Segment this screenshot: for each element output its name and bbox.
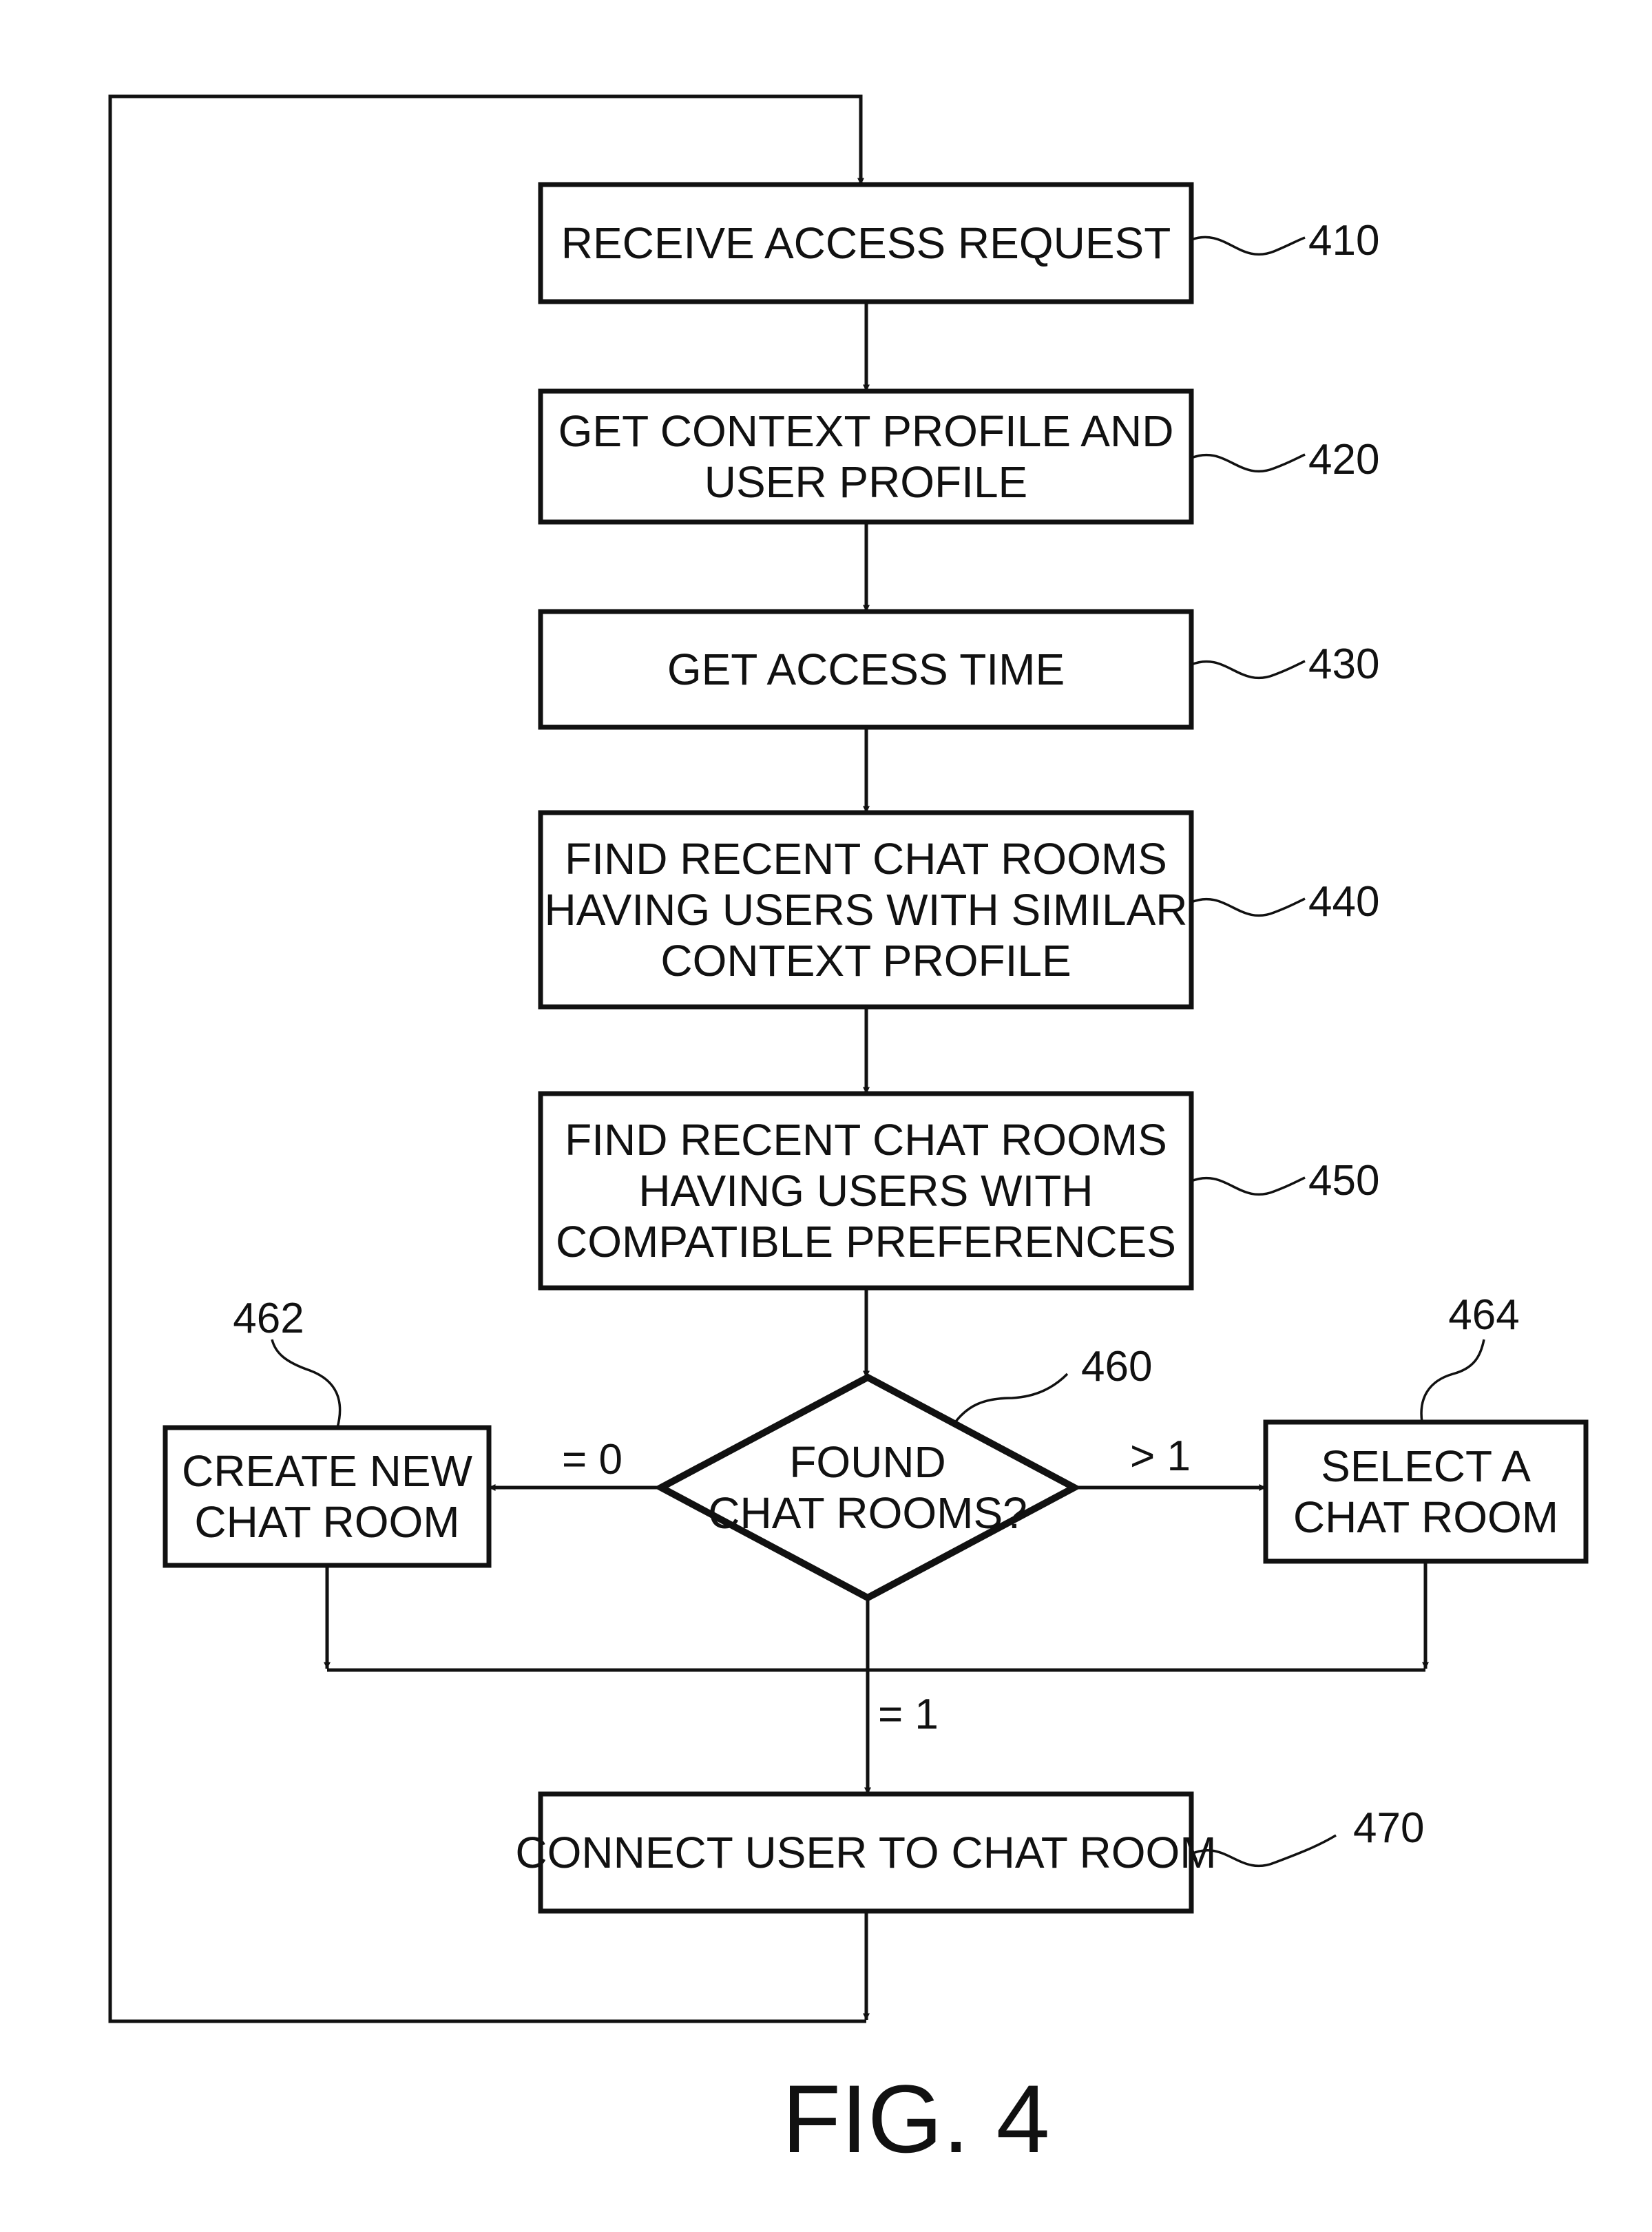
node-460-line-2: CHAT ROOMS? bbox=[708, 1488, 1027, 1538]
leader-line-462 bbox=[272, 1339, 340, 1428]
edge-460-462: = 0 bbox=[489, 1436, 661, 1488]
ref-numeral-470: 470 bbox=[1353, 1804, 1424, 1852]
node-460-line-1: FOUND bbox=[789, 1437, 946, 1487]
figure-label: FIG. 4 bbox=[782, 2065, 1050, 2173]
edge-460-462-label: = 0 bbox=[562, 1436, 623, 1483]
edge-462-470 bbox=[327, 1565, 868, 1670]
node-440-line-1: FIND RECENT CHAT ROOMS bbox=[565, 834, 1167, 884]
node-420-line-1: GET CONTEXT PROFILE AND bbox=[558, 406, 1174, 456]
ref-numeral-462: 462 bbox=[233, 1295, 304, 1342]
node-462-line-2: CHAT ROOM bbox=[194, 1497, 459, 1547]
node-460: FOUNDCHAT ROOMS? 460 bbox=[661, 1343, 1152, 1598]
node-450-line-2: HAVING USERS WITH bbox=[638, 1166, 1093, 1216]
node-450: FIND RECENT CHAT ROOMSHAVING USERS WITHC… bbox=[541, 1094, 1379, 1288]
node-440-line-2: HAVING USERS WITH SIMILAR bbox=[544, 885, 1187, 935]
node-464-line-2: CHAT ROOM bbox=[1293, 1492, 1558, 1542]
node-430: GET ACCESS TIME 430 bbox=[541, 612, 1379, 727]
ref-numeral-410: 410 bbox=[1308, 217, 1379, 264]
node-450-line-3: COMPATIBLE PREFERENCES bbox=[556, 1217, 1176, 1266]
leader-line-450 bbox=[1191, 1178, 1305, 1194]
ref-numeral-464: 464 bbox=[1448, 1291, 1519, 1339]
node-450-line-1: FIND RECENT CHAT ROOMS bbox=[565, 1115, 1167, 1165]
node-470: CONNECT USER TO CHAT ROOM 470 bbox=[515, 1794, 1424, 1911]
edge-460-470: = 1 bbox=[868, 1598, 939, 1794]
ref-numeral-460: 460 bbox=[1081, 1343, 1152, 1390]
node-410-line-1: RECEIVE ACCESS REQUEST bbox=[561, 218, 1171, 268]
node-462: CREATE NEWCHAT ROOM 462 bbox=[165, 1295, 489, 1565]
node-470-line-1: CONNECT USER TO CHAT ROOM bbox=[515, 1828, 1216, 1877]
node-420: GET CONTEXT PROFILE ANDUSER PROFILE 420 bbox=[541, 391, 1379, 522]
node-440-line-3: CONTEXT PROFILE bbox=[660, 936, 1071, 985]
leader-line-464 bbox=[1421, 1339, 1484, 1422]
edge-460-464: > 1 bbox=[1074, 1432, 1266, 1488]
leader-line-430 bbox=[1191, 661, 1305, 678]
edge-460-470-label: = 1 bbox=[878, 1691, 939, 1738]
leader-line-410 bbox=[1191, 237, 1305, 254]
node-462-line-1: CREATE NEW bbox=[182, 1446, 473, 1496]
node-464-line-1: SELECT A bbox=[1321, 1441, 1531, 1491]
ref-numeral-420: 420 bbox=[1308, 436, 1379, 483]
leader-line-420 bbox=[1191, 455, 1305, 471]
edge-464-470 bbox=[868, 1561, 1425, 1670]
edge-470-410-loop bbox=[110, 96, 866, 2021]
edges-layer: = 0 > 1 = 1 bbox=[110, 96, 1425, 2021]
node-430-line-1: GET ACCESS TIME bbox=[667, 645, 1065, 694]
ref-numeral-440: 440 bbox=[1308, 878, 1379, 926]
node-420-line-2: USER PROFILE bbox=[704, 457, 1027, 507]
ref-numeral-450: 450 bbox=[1308, 1157, 1379, 1204]
decision-diamond-460 bbox=[661, 1377, 1074, 1598]
node-440: FIND RECENT CHAT ROOMSHAVING USERS WITH … bbox=[541, 813, 1379, 1007]
node-464: SELECT ACHAT ROOM 464 bbox=[1266, 1291, 1586, 1561]
ref-numeral-430: 430 bbox=[1308, 640, 1379, 688]
nodes-layer: RECEIVE ACCESS REQUEST 410GET CONTEXT PRO… bbox=[165, 185, 1586, 1911]
leader-line-460 bbox=[954, 1374, 1067, 1424]
leader-line-440 bbox=[1191, 899, 1305, 915]
edge-470-410 bbox=[110, 96, 866, 2021]
node-410: RECEIVE ACCESS REQUEST 410 bbox=[541, 185, 1379, 302]
edge-460-464-label: > 1 bbox=[1130, 1432, 1191, 1480]
